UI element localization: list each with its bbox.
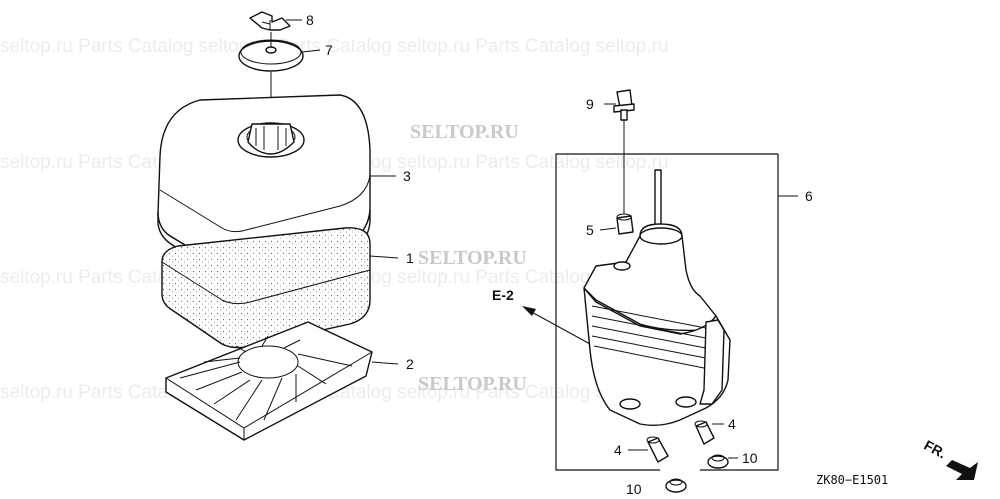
ghost-band-1: seltop.ru Parts Catalog seltop.ru Parts …	[0, 36, 669, 57]
watermark-bottom: SELTOP.RU	[418, 373, 527, 395]
reference-label: E-2	[492, 287, 514, 303]
drawing-code: ZK80−E1501	[816, 473, 888, 487]
watermark-middle: SELTOP.RU	[418, 247, 527, 269]
grommet-part-upper	[694, 420, 715, 445]
callout-3: 3	[403, 168, 411, 184]
callout-6: 6	[805, 188, 813, 204]
front-mark-label: FR.	[922, 437, 949, 462]
callout-8: 8	[306, 12, 314, 28]
washer-part	[238, 32, 304, 72]
flange-nut-part	[707, 454, 729, 469]
collar-part	[616, 213, 634, 235]
air-cleaner-case-part	[583, 169, 731, 427]
watermark-top: SELTOP.RU	[410, 121, 519, 143]
bolt-part	[613, 89, 635, 214]
callout-5: 5	[586, 222, 594, 238]
front-arrow-icon	[946, 460, 978, 480]
callout-10-bottom: 10	[626, 481, 642, 497]
callout-7: 7	[325, 42, 333, 58]
callout-4-upper: 4	[728, 416, 736, 432]
filter-element-part	[161, 227, 371, 349]
wing-nut-part	[249, 11, 291, 31]
flange-nut-part-bottom	[665, 478, 687, 493]
assembly-bracket	[555, 153, 778, 471]
base-grid-part	[165, 321, 373, 441]
assembly-bracket-right	[700, 154, 779, 471]
callout-9: 9	[586, 96, 594, 112]
reference-arrow	[522, 306, 591, 345]
grommet-part-lower	[646, 436, 669, 463]
callout-1: 1	[406, 250, 414, 266]
callout-2: 2	[406, 356, 414, 372]
callout-10: 10	[742, 450, 758, 466]
callout-4-lower: 4	[614, 442, 622, 458]
